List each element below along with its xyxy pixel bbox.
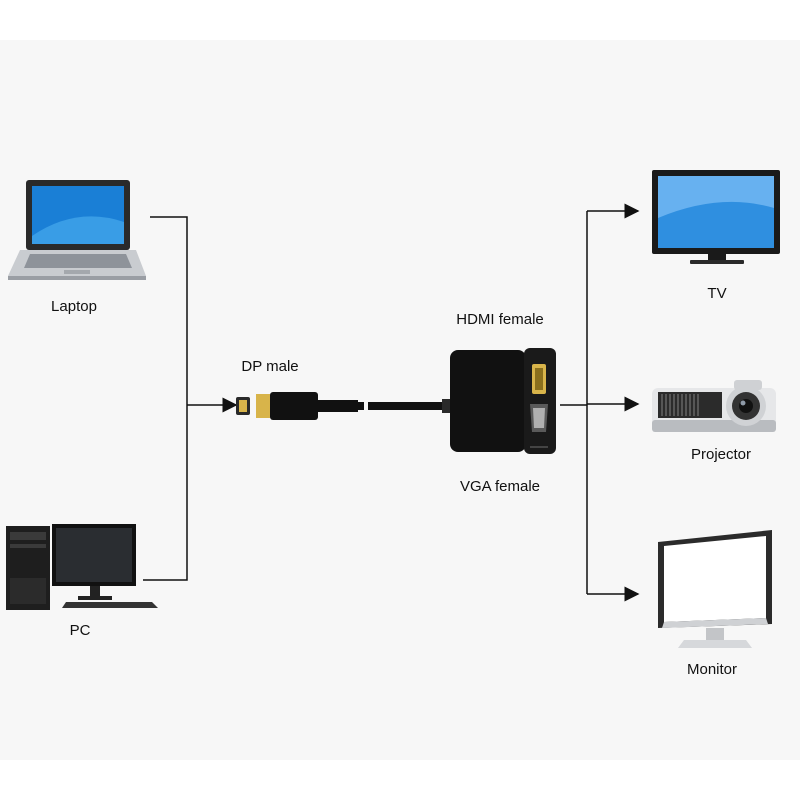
laptop-line xyxy=(143,216,188,581)
dp-male-label: DP male xyxy=(241,358,299,375)
dp-connector-icon xyxy=(236,392,452,420)
projector-icon xyxy=(652,380,776,432)
monitor-label: Monitor xyxy=(686,661,738,678)
vga-female-label: VGA female xyxy=(459,478,541,495)
tv-label: TV xyxy=(707,285,727,302)
tv-icon xyxy=(652,170,780,264)
projector-label: Projector xyxy=(690,446,752,463)
monitor-icon xyxy=(658,530,772,648)
pc-icon xyxy=(6,524,158,610)
laptop-icon xyxy=(8,180,146,280)
hdmi-female-label: HDMI female xyxy=(456,311,544,328)
pc-label: PC xyxy=(69,622,91,639)
laptop-label: Laptop xyxy=(51,298,97,315)
adapter-icon xyxy=(450,348,556,454)
